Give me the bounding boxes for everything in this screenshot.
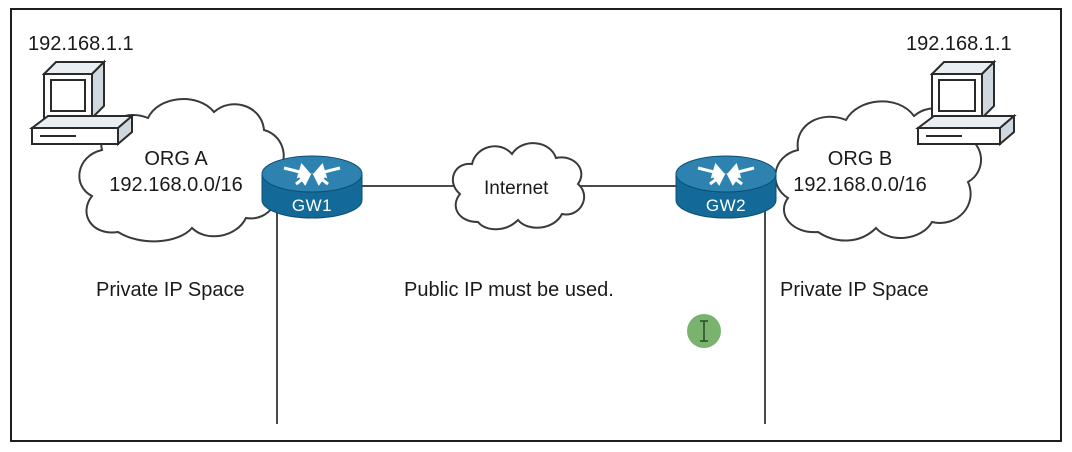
internet-label: Internet bbox=[484, 178, 549, 199]
org-a-block: ORG A 192.168.0.0/16 bbox=[109, 146, 242, 198]
gw1-label: GW1 bbox=[291, 196, 333, 215]
org-b-network: 192.168.0.0/16 bbox=[793, 174, 927, 196]
host-ip-left: 192.168.1.1 bbox=[28, 33, 134, 55]
org-b-block: ORG B 192.168.0.0/16 bbox=[793, 146, 926, 198]
router-icon bbox=[675, 155, 777, 219]
router-icon bbox=[261, 155, 363, 219]
computer-icon bbox=[29, 59, 135, 147]
gw2-label: GW2 bbox=[705, 196, 747, 215]
cloud-icon bbox=[451, 142, 585, 231]
cloud-icon bbox=[78, 98, 285, 243]
cursor-icon bbox=[687, 314, 721, 348]
computer-icon bbox=[915, 59, 1017, 147]
org-a-network: 192.168.0.0/16 bbox=[109, 174, 243, 196]
org-b-name: ORG B bbox=[827, 148, 893, 170]
private-space-left: Private IP Space bbox=[96, 279, 245, 301]
private-space-right: Private IP Space bbox=[780, 279, 929, 301]
public-ip-note: Public IP must be used. bbox=[404, 279, 614, 301]
host-ip-right: 192.168.1.1 bbox=[906, 33, 1012, 55]
org-a-name: ORG A bbox=[144, 148, 208, 170]
